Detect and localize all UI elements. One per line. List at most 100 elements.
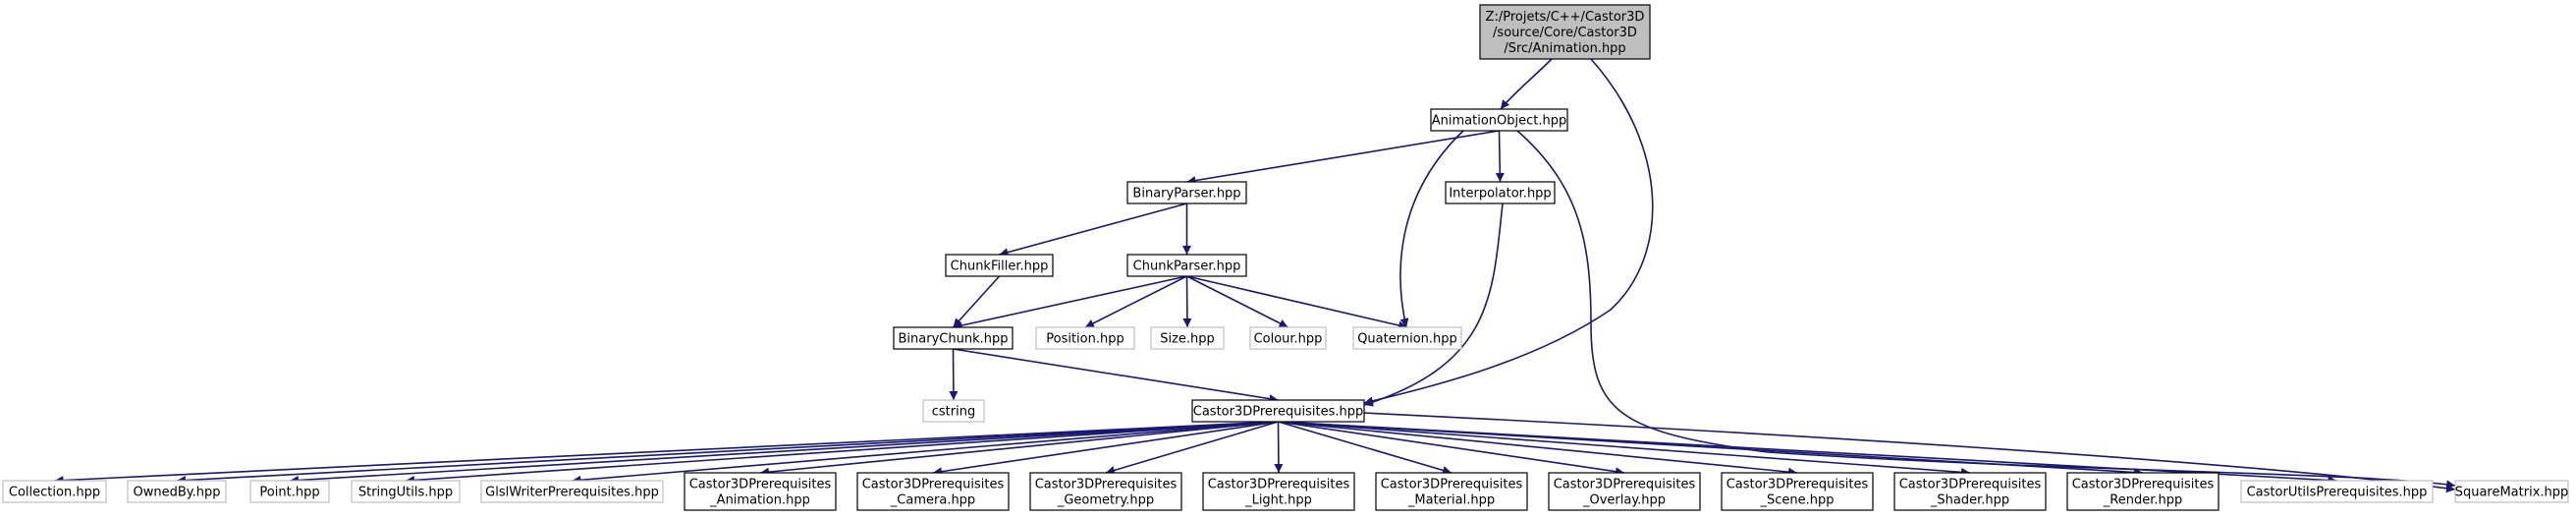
edge-c3dpre-to-pre_cam xyxy=(932,421,1279,477)
edge-c3dpre-to-pre_mat xyxy=(1278,421,1452,475)
node-box xyxy=(2454,480,2569,503)
node-box xyxy=(856,472,1010,511)
node-label: GlslWriterPrerequisites.hpp xyxy=(485,486,659,500)
node-label: Castor3DPrerequisites xyxy=(2072,478,2215,492)
node-label: CastorUtilsPrerequisites.hpp xyxy=(2247,486,2428,500)
edge-c3dpre-to-point xyxy=(289,421,1279,485)
node-box xyxy=(1430,108,1568,132)
edge-root-to-c3dpre xyxy=(1363,58,1654,406)
node-box xyxy=(893,326,1014,350)
node-label: AnimationObject.hpp xyxy=(1432,114,1567,129)
node-label: Castor3DPrerequisites xyxy=(1208,478,1350,492)
node-box xyxy=(684,472,837,511)
node-label: Size.hpp xyxy=(1160,332,1215,347)
node-box xyxy=(1548,472,1701,511)
node-label: Castor3DPrerequisites xyxy=(1726,478,1869,492)
node-label: StringUtils.hpp xyxy=(358,486,453,500)
node-label: BinaryChunk.hpp xyxy=(899,332,1009,347)
node-label: BinaryParser.hpp xyxy=(1132,187,1240,202)
node-box xyxy=(1126,181,1247,204)
edge-animobj-to-interp xyxy=(1495,130,1505,183)
edge-c3dpre-to-pre_scene xyxy=(1278,421,1798,477)
node-box xyxy=(127,480,227,503)
node-label: Castor3DPrerequisites xyxy=(1381,478,1523,492)
edge-binchunk-to-cstring xyxy=(949,348,959,401)
node-pre_mat[interactable]: Castor3DPrerequisites_Material.hpp xyxy=(1375,472,1528,511)
node-label: Castor3DPrerequisites xyxy=(1554,478,1696,492)
node-interp[interactable]: Interpolator.hpp xyxy=(1445,181,1556,204)
node-box xyxy=(249,480,330,503)
node-label: cstring xyxy=(932,405,975,420)
node-label: _Camera.hpp xyxy=(890,493,975,508)
node-label: /source/Core/Castor3D xyxy=(1493,26,1637,40)
node-pre_cam[interactable]: Castor3DPrerequisites_Camera.hpp xyxy=(856,472,1010,511)
node-label: _Shader.hpp xyxy=(1930,493,2009,508)
node-label: Quaternion.hpp xyxy=(1357,332,1457,347)
node-box xyxy=(1126,254,1247,277)
node-label: SquareMatrix.hpp xyxy=(2455,486,2569,500)
node-chunkparser[interactable]: ChunkParser.hpp xyxy=(1126,254,1247,277)
node-size: Size.hpp xyxy=(1150,326,1225,350)
edge-c3dpre-to-sqmatrix xyxy=(1363,412,2456,493)
node-pre_scene[interactable]: Castor3DPrerequisites_Scene.hpp xyxy=(1721,472,1874,511)
node-label: Colour.hpp xyxy=(1254,332,1323,347)
edge-binchunk-to-c3dpre xyxy=(953,348,1279,404)
node-box xyxy=(922,399,985,423)
node-pre_light[interactable]: Castor3DPrerequisites_Light.hpp xyxy=(1202,472,1355,511)
node-cstring: cstring xyxy=(922,399,985,423)
edge-chunkparser-to-size xyxy=(1182,275,1192,328)
edge-c3dpre-to-ownedby xyxy=(176,421,1279,486)
edge-chunkparser-to-position xyxy=(1084,275,1187,328)
node-castorutils: CastorUtilsPrerequisites.hpp xyxy=(2240,480,2434,503)
node-box xyxy=(2066,472,2220,511)
node-label: OwnedBy.hpp xyxy=(134,486,221,500)
node-position: Position.hpp xyxy=(1035,326,1135,350)
edge-chunkparser-to-binchunk xyxy=(953,275,1187,330)
node-label: _Geometry.hpp xyxy=(1057,493,1154,508)
node-box xyxy=(1202,472,1355,511)
node-strutils: StringUtils.hpp xyxy=(351,480,461,503)
node-box xyxy=(1375,472,1528,511)
node-box xyxy=(1721,472,1874,511)
node-label: Z:/Projets/C++/Castor3D xyxy=(1486,10,1645,25)
edge-animobj-to-sqmatrix xyxy=(1516,130,2456,490)
node-box xyxy=(1352,326,1462,350)
node-label: _Overlay.hpp xyxy=(1582,493,1666,508)
edge-chunkparser-to-colour xyxy=(1186,275,1288,328)
edge-binparser-to-chunkfiller xyxy=(999,202,1187,257)
edge-c3dpre-to-strutils xyxy=(405,421,1279,485)
node-label: Castor3DPrerequisites xyxy=(862,478,1005,492)
node-label: _Material.hpp xyxy=(1407,493,1495,508)
node-binchunk[interactable]: BinaryChunk.hpp xyxy=(893,326,1014,350)
node-pre_anim[interactable]: Castor3DPrerequisites_Animation.hpp xyxy=(684,472,837,511)
node-root[interactable]: Z:/Projets/C++/Castor3D/source/Core/Cast… xyxy=(1479,4,1651,60)
node-pre_geom[interactable]: Castor3DPrerequisites_Geometry.hpp xyxy=(1029,472,1182,511)
node-label: Interpolator.hpp xyxy=(1449,187,1551,202)
edge-c3dpre-to-collection xyxy=(54,421,1279,486)
edge-interp-to-c3dpre xyxy=(1363,202,1504,407)
node-label: Castor3DPrerequisites xyxy=(689,478,832,492)
node-pre_over[interactable]: Castor3DPrerequisites_Overlay.hpp xyxy=(1548,472,1701,511)
node-sqmatrix: SquareMatrix.hpp xyxy=(2454,480,2569,503)
node-box xyxy=(480,480,664,503)
edge-c3dpre-to-pre_anim xyxy=(759,421,1279,477)
node-pre_shader[interactable]: Castor3DPrerequisites_Shader.hpp xyxy=(1893,472,2047,511)
node-animobj[interactable]: AnimationObject.hpp xyxy=(1430,108,1568,132)
node-box xyxy=(1150,326,1225,350)
node-pre_render[interactable]: Castor3DPrerequisites_Render.hpp xyxy=(2066,472,2220,511)
edge-c3dpre-to-castorutils xyxy=(1278,421,2337,485)
node-label: Collection.hpp xyxy=(9,486,100,500)
edge-c3dpre-to-pre_shader xyxy=(1278,421,1971,477)
node-label: Castor3DPrerequisites.hpp xyxy=(1193,405,1363,420)
node-binparser[interactable]: BinaryParser.hpp xyxy=(1126,181,1247,204)
edge-chunkfiller-to-binchunk xyxy=(952,275,1001,328)
node-label: _Render.hpp xyxy=(2103,493,2182,508)
node-point: Point.hpp xyxy=(249,480,330,503)
node-label: Castor3DPrerequisites xyxy=(1035,478,1178,492)
node-collection: Collection.hpp xyxy=(2,480,107,503)
node-box xyxy=(1191,399,1365,423)
node-chunkfiller[interactable]: ChunkFiller.hpp xyxy=(945,254,1054,277)
node-box xyxy=(1249,326,1327,350)
node-c3dpre[interactable]: Castor3DPrerequisites.hpp xyxy=(1191,399,1365,423)
